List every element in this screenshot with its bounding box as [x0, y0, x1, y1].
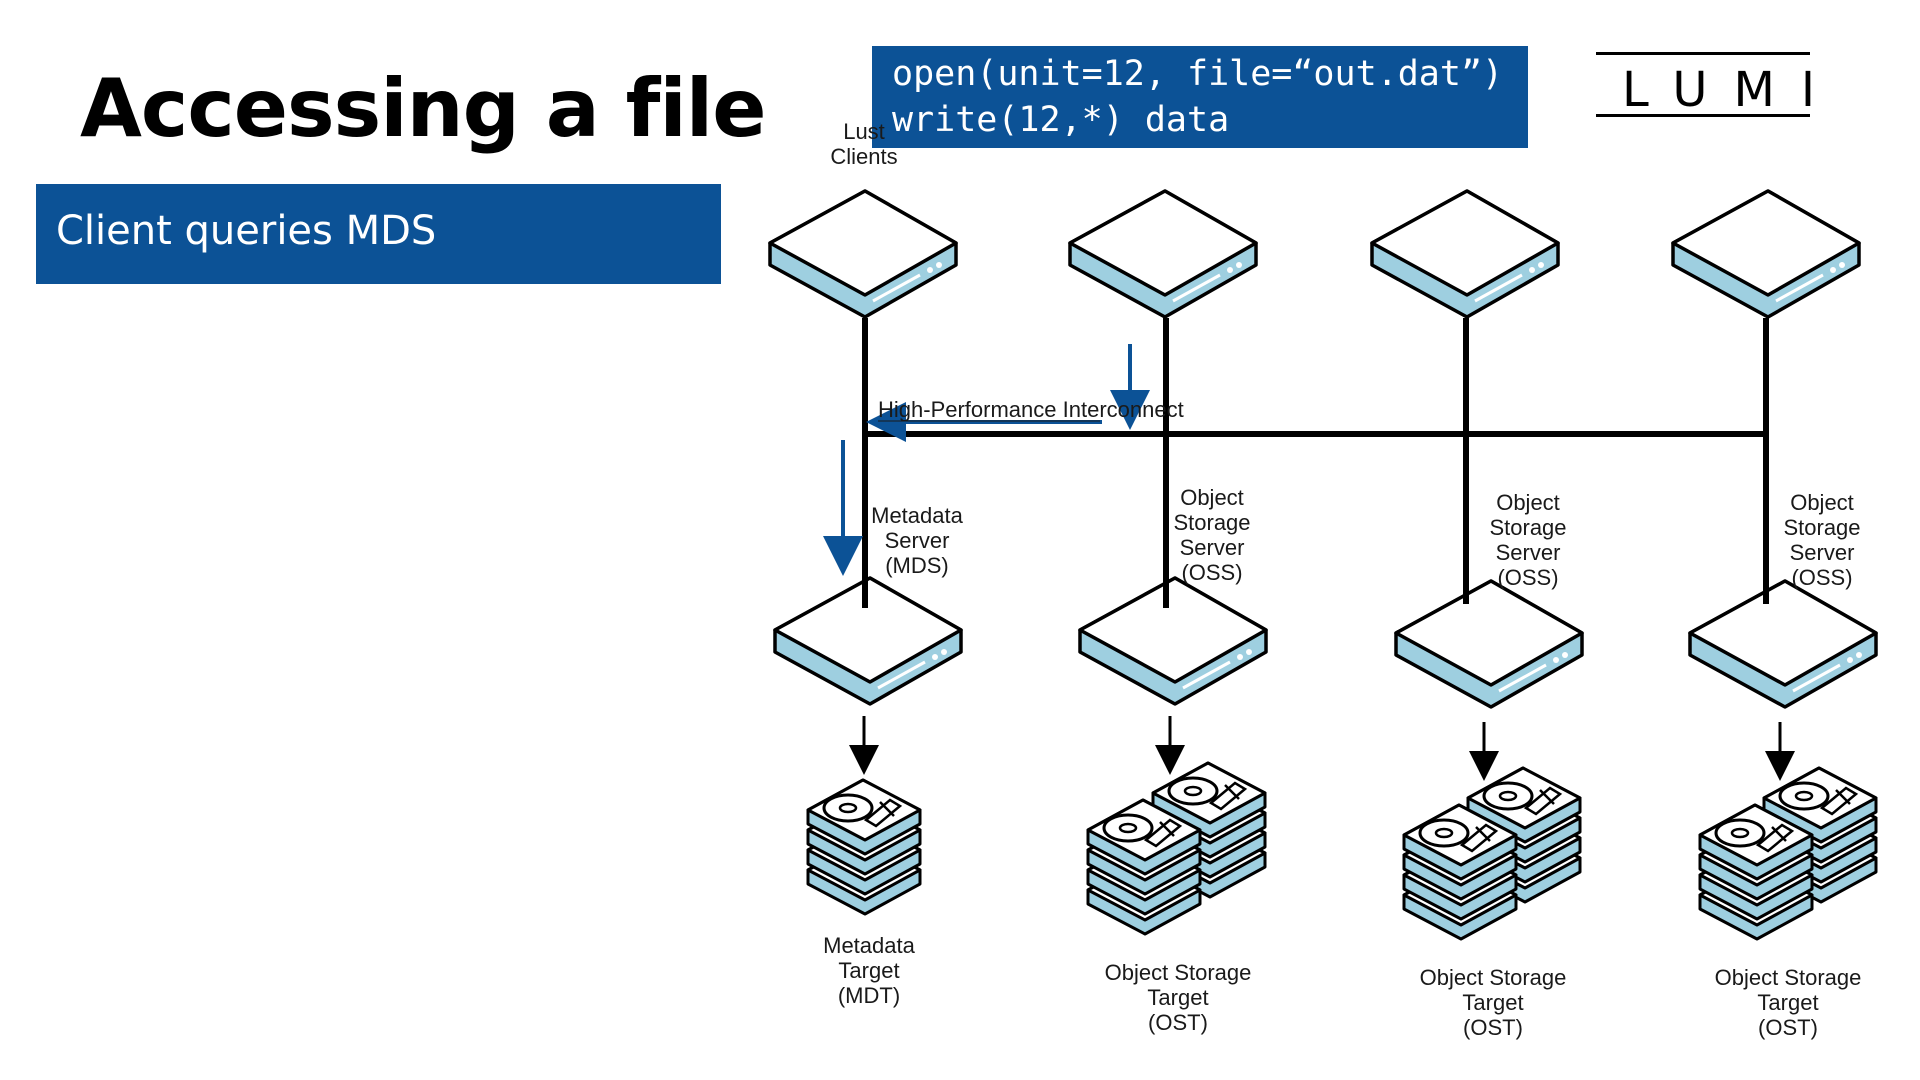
subtitle-banner: Client queries MDS [36, 184, 721, 284]
svg-text:Metadata: Metadata [823, 933, 915, 958]
code-line-1: open(unit=12, file=“out.dat”) [892, 54, 1504, 94]
mdt-disk-stack-icon [808, 780, 920, 914]
svg-text:(OSS): (OSS) [1791, 565, 1852, 590]
ost-disk-stack-icon-1b [1088, 800, 1200, 934]
target-arrow-icons [849, 716, 1795, 781]
flow-arrow-icon [823, 344, 1150, 576]
subtitle-text: Client queries MDS [56, 208, 437, 254]
oss-server-icon-2 [1394, 579, 1584, 709]
slide-title: Accessing a file [80, 62, 766, 155]
svg-text:Storage: Storage [1783, 515, 1860, 540]
svg-text:Storage: Storage [1489, 515, 1566, 540]
oss-server-icon-3 [1688, 579, 1878, 709]
svg-text:(OSS): (OSS) [1497, 565, 1558, 590]
oss-server-icon-1 [1078, 576, 1268, 706]
svg-text:Target: Target [1147, 985, 1208, 1010]
lumi-logo: LUMI [1596, 52, 1842, 118]
svg-text:Server: Server [885, 528, 950, 553]
svg-text:Server: Server [1496, 540, 1561, 565]
ost-disk-stack-icon-2b [1404, 805, 1516, 939]
svg-text:(MDT): (MDT) [838, 983, 900, 1008]
svg-text:Object: Object [1790, 490, 1854, 515]
mdt-label: Metadata Target (MDT) [823, 933, 915, 1008]
logo-bottom-rule [1596, 114, 1810, 117]
code-snippet: open(unit=12, file=“out.dat”) write(12,*… [872, 46, 1528, 148]
ost-label-2: Object Storage Target (OST) [1420, 965, 1567, 1040]
svg-text:Target: Target [1462, 990, 1523, 1015]
svg-text:Object: Object [1180, 485, 1244, 510]
client-server-icon-1 [768, 189, 958, 319]
svg-text:(MDS): (MDS) [885, 553, 949, 578]
ost-label-1: Object Storage Target (OST) [1105, 960, 1252, 1035]
interconnect-lines [862, 318, 1769, 608]
svg-text:(OST): (OST) [1148, 1010, 1208, 1035]
logo-text: LUMI [1622, 62, 1842, 118]
interconnect-label: High-Performance Interconnect [878, 397, 1184, 422]
svg-text:(OST): (OST) [1463, 1015, 1523, 1040]
oss-label-2: Object Storage Server (OSS) [1489, 490, 1566, 590]
svg-text:Target: Target [838, 958, 899, 983]
svg-text:Object: Object [1496, 490, 1560, 515]
logo-top-rule [1596, 52, 1810, 55]
svg-text:(OST): (OST) [1758, 1015, 1818, 1040]
client-server-icon-4 [1671, 189, 1861, 319]
svg-text:Target: Target [1757, 990, 1818, 1015]
ost-label-3: Object Storage Target (OST) [1715, 965, 1862, 1040]
svg-text:(OSS): (OSS) [1181, 560, 1242, 585]
clients-label-1: Lust [843, 119, 885, 144]
oss-label-3: Object Storage Server (OSS) [1783, 490, 1860, 590]
code-line-2: write(12,*) data [892, 100, 1230, 140]
svg-text:Server: Server [1790, 540, 1855, 565]
ost-disk-stack-icon-3b [1700, 805, 1812, 939]
clients-label-2: Clients [830, 144, 897, 169]
mds-label: Metadata Server (MDS) [871, 503, 963, 578]
oss-label-1: Object Storage Server (OSS) [1173, 485, 1250, 585]
client-server-icon-3 [1370, 189, 1560, 319]
svg-text:Storage: Storage [1173, 510, 1250, 535]
svg-text:Metadata: Metadata [871, 503, 963, 528]
svg-text:Server: Server [1180, 535, 1245, 560]
svg-text:Object Storage: Object Storage [1715, 965, 1862, 990]
client-server-icon-2 [1068, 189, 1258, 319]
svg-text:Object Storage: Object Storage [1420, 965, 1567, 990]
svg-text:Object Storage: Object Storage [1105, 960, 1252, 985]
